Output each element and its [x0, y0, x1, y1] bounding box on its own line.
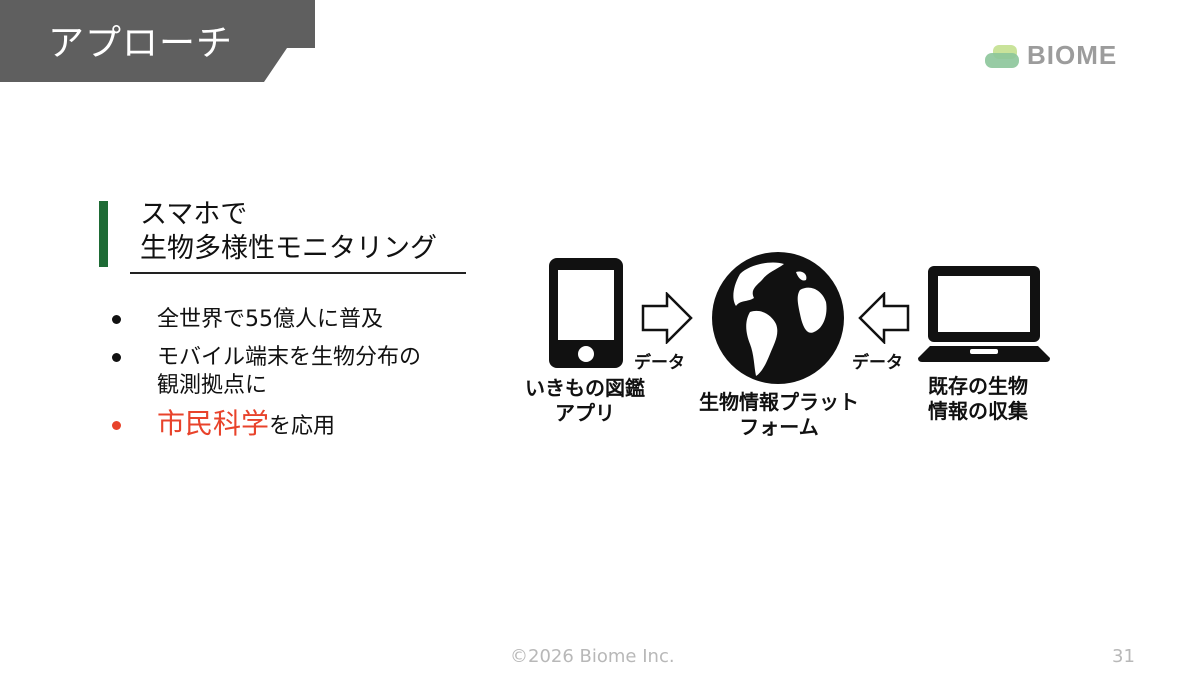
- highlight-text: 市民科学: [157, 407, 270, 440]
- app-label-line-2: アプリ: [555, 401, 615, 425]
- bullet-text-line-2: 観測拠点に: [157, 373, 268, 398]
- bullet-text-line-1: モバイル端末を生物分布の: [157, 345, 422, 370]
- bullet-rest-text: を応用: [269, 414, 336, 439]
- data-flow-label-right: データ: [852, 353, 903, 373]
- arrow-right-icon: [641, 292, 693, 344]
- heading-accent-bar: [99, 201, 108, 267]
- platform-label-line-1: 生物情報プラット: [699, 390, 859, 414]
- bullet-dot: [112, 353, 121, 362]
- bullet-dot: [112, 421, 121, 430]
- bullet-text: 市民科学を応用: [157, 410, 335, 441]
- biome-logo: BIOME: [985, 40, 1117, 71]
- bullet-item: 市民科学を応用: [112, 410, 492, 441]
- existing-data-label: 既存の生物 情報の収集: [910, 374, 1046, 424]
- platform-label-line-2: フォーム: [739, 415, 819, 439]
- section-heading: スマホで 生物多様性モニタリング: [140, 198, 437, 266]
- smartphone-icon: [549, 258, 623, 368]
- platform-label: 生物情報プラット フォーム: [684, 390, 874, 440]
- globe-icon: [712, 252, 844, 384]
- app-label: いきもの図鑑 アプリ: [512, 376, 658, 426]
- copyright: ©2026 Biome Inc.: [510, 646, 675, 667]
- title-banner: [0, 0, 315, 82]
- heading-line-2: 生物多様性モニタリング: [140, 233, 437, 264]
- heading-underline: [130, 272, 466, 274]
- logo-text: BIOME: [1027, 40, 1118, 70]
- app-label-line-1: いきもの図鑑: [525, 376, 645, 400]
- page-number: 31: [1112, 646, 1135, 667]
- bullet-list: 全世界で55億人に普及 モバイル端末を生物分布の 観測拠点に 市民科学を応用: [112, 306, 492, 451]
- data-flow-label-left: データ: [634, 353, 685, 373]
- bullet-item: モバイル端末を生物分布の 観測拠点に: [112, 344, 492, 400]
- existing-data-label-line-2: 情報の収集: [928, 399, 1028, 423]
- existing-data-label-line-1: 既存の生物: [928, 374, 1028, 398]
- heading-line-1: スマホで: [140, 199, 248, 230]
- bullet-text: モバイル端末を生物分布の 観測拠点に: [157, 344, 421, 400]
- cloud-logo-icon: [985, 44, 1019, 68]
- bullet-item: 全世界で55億人に普及: [112, 306, 492, 334]
- laptop-icon: [918, 266, 1050, 362]
- bullet-dot: [112, 315, 121, 324]
- bullet-text: 全世界で55億人に普及: [157, 307, 383, 332]
- slide-title: アプローチ: [48, 23, 234, 64]
- arrow-left-icon: [858, 292, 910, 344]
